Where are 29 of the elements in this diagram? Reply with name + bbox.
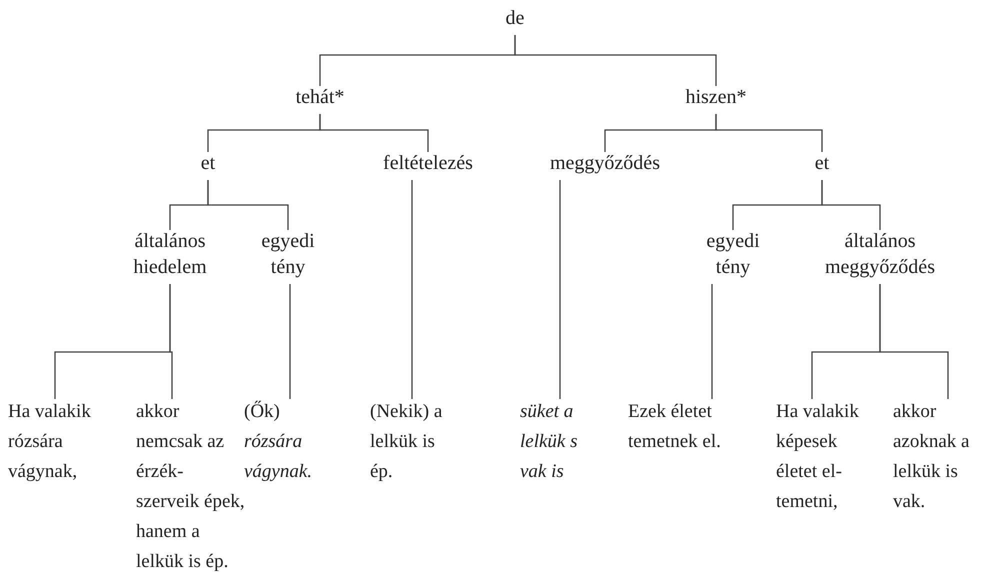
example-sentence: Ha valakik rózsára vágynak, [8, 397, 116, 487]
tree-connector [821, 180, 881, 230]
tree-term: tehát* [275, 84, 365, 110]
tree-connector [711, 284, 713, 399]
tree-term: et [797, 150, 847, 176]
tree-term: egyedi tény [248, 228, 328, 280]
example-sentence: Ha valakik képesek életet el- temetni, [776, 397, 881, 517]
example-sentence: süket a lelkük s vak is [520, 397, 605, 487]
tree-connector [207, 180, 289, 230]
tree-term: feltételezés [368, 150, 488, 176]
tree-term: általános hiedelem [115, 228, 225, 280]
tree-connector [879, 284, 949, 399]
example-sentence: akkor azoknak a lelkük is vak. [893, 397, 983, 517]
tree-term: et [183, 150, 233, 176]
tree-connector [715, 114, 823, 152]
tree-connector [169, 284, 173, 399]
tree-term: hiszen* [666, 84, 766, 110]
example-sentence: (Nekik) a lelkük is ép. [370, 397, 455, 487]
tree-connector [411, 180, 413, 399]
tree-term: egyedi tény [693, 228, 773, 280]
tree-term: de [490, 5, 540, 31]
tree-connector [289, 284, 291, 399]
tree-connector [514, 35, 717, 86]
example-sentence: (Ők) rózsára vágynak. [244, 397, 339, 487]
tree-connector [319, 114, 429, 152]
tree-term: általános meggyőződés [820, 228, 940, 280]
tree-term: meggyőződés [540, 150, 670, 176]
tree-connector [559, 180, 561, 399]
example-sentence: Ezek életet temetnek el. [628, 397, 768, 457]
